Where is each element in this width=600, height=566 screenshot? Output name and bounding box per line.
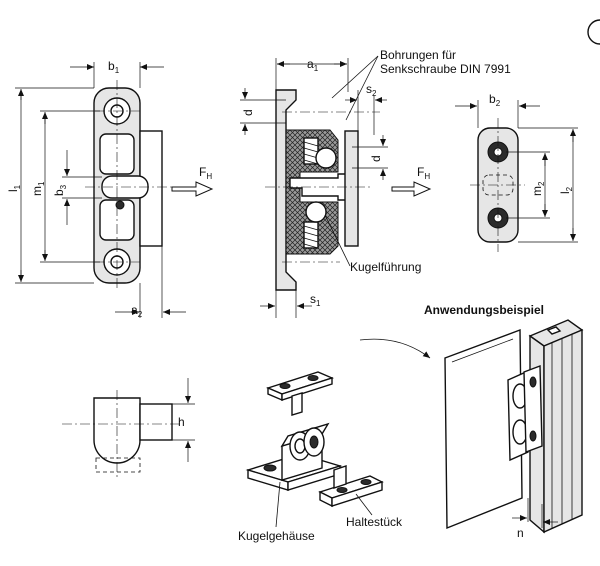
dim-n-label: n xyxy=(517,526,524,540)
application-example: Anwendungsbeispiel n xyxy=(359,303,584,540)
dim-s2-label: s2 xyxy=(366,82,377,98)
kugelgehaeuse-label: Kugelgehäuse xyxy=(238,529,315,543)
dim-l1-label: l1 xyxy=(6,184,22,192)
kugelfuehrung-label: Kugelführung xyxy=(350,260,421,274)
bohrungen-label-line1: Bohrungen für xyxy=(380,48,456,62)
dim-d-right-label: d xyxy=(369,155,383,162)
force-arrow-2 xyxy=(391,181,432,197)
dim-b1-label: b1 xyxy=(108,59,120,75)
dim-b3-label: b3 xyxy=(52,184,68,196)
dim-b2-label: b2 xyxy=(489,92,501,108)
anwendungsbeispiel-label: Anwendungsbeispiel xyxy=(424,303,544,317)
dim-l2-label: l2 xyxy=(558,186,574,194)
dim-h-label: h xyxy=(178,415,185,429)
force-label-1: FH xyxy=(199,165,212,181)
dim-s1-label: s1 xyxy=(310,292,321,308)
exploded-view: Kugelgehäuse Haltestück xyxy=(238,371,403,543)
dim-m1-label: m1 xyxy=(30,181,46,196)
haltestueck-label: Haltestück xyxy=(346,515,403,529)
front-view: b1 l1 m1 b3 a2 FH xyxy=(6,59,214,319)
dim-d-left-label: d xyxy=(241,109,255,116)
corner-symbol xyxy=(587,19,600,45)
side-view: h xyxy=(62,378,195,478)
dim-m2-label: m2 xyxy=(530,181,546,196)
dim-a1-label: a1 xyxy=(307,57,319,73)
force-arrow-1 xyxy=(171,181,214,197)
dim-a2-label: a2 xyxy=(131,303,143,319)
catch-plate-view: b2 m2 l2 xyxy=(455,92,578,252)
force-label-2: FH xyxy=(417,165,430,181)
section-view: a1 d s2 d s1 FH Bohrungen für Senkschrau… xyxy=(240,48,511,318)
bohrungen-label-line2: Senkschraube DIN 7991 xyxy=(380,62,511,76)
